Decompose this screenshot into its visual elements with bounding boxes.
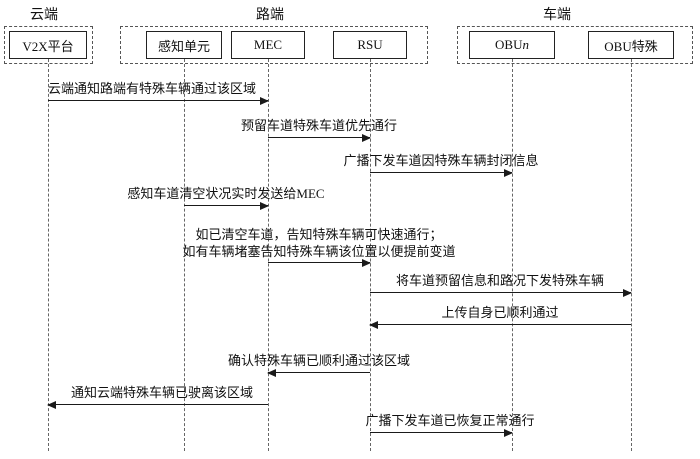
message-1-arrow <box>48 97 269 105</box>
arrowhead-right-icon <box>504 169 513 177</box>
message-7-arrow <box>369 321 631 329</box>
group-label-road: 路端 <box>256 8 284 23</box>
group-box-road <box>120 26 428 64</box>
lifeline-perception-unit <box>184 59 185 451</box>
message-3-arrow <box>370 169 513 177</box>
message-10-label: 广播下发车道已恢复正常通行 <box>365 413 535 428</box>
message-10-arrow <box>370 429 513 437</box>
entity-v2x-platform: V2X平台 <box>9 31 87 59</box>
arrowhead-left-icon <box>47 401 56 409</box>
entity-label: MEC <box>253 37 283 52</box>
message-6-arrow <box>370 289 632 297</box>
message-4-arrow <box>184 202 269 210</box>
entity-label: RSU <box>357 37 383 52</box>
entity-label: OBU特殊 <box>604 38 658 54</box>
message-5-arrow <box>268 259 371 267</box>
entity-mec: MEC <box>231 31 305 59</box>
message-9-arrow <box>47 401 268 409</box>
entity-rsu: RSU <box>333 31 407 59</box>
entity-label-italic: n <box>522 37 529 52</box>
message-4-label: 感知车道清空状况实时发送给MEC <box>127 186 325 201</box>
lifeline-obu-special <box>631 59 632 451</box>
group-box-vehicle <box>457 26 693 64</box>
message-2-arrow <box>268 134 371 142</box>
message-9-label: 通知云端特殊车辆已驶离该区域 <box>70 385 254 400</box>
message-5-line1: 如已清空车道，告知特殊车辆可快速通行； <box>195 227 443 242</box>
lifeline-obu-n <box>512 59 513 451</box>
entity-label: V2X平台 <box>22 38 74 54</box>
arrowhead-right-icon <box>623 289 632 297</box>
message-6-label: 将车道预留信息和路况下发特殊车辆 <box>395 273 605 288</box>
entity-obu-special: OBU特殊 <box>588 31 674 59</box>
arrowhead-right-icon <box>504 429 513 437</box>
message-5-line2: 如有车辆堵塞告知特殊车辆该位置以便提前变道 <box>182 244 456 259</box>
entity-label: 感知单元 <box>157 38 210 54</box>
message-7-label: 上传自身已顺利通过 <box>441 305 559 320</box>
group-label-cloud: 云端 <box>30 8 58 23</box>
lifeline-rsu <box>370 59 371 451</box>
message-1-label: 云端通知路端有特殊车辆通过该区域 <box>47 81 257 96</box>
arrowhead-left-icon <box>267 369 276 377</box>
lifeline-v2x-platform <box>48 59 49 451</box>
message-2-label: 预留车道特殊车道优先通行 <box>240 118 398 133</box>
message-5-label: 如已清空车道，告知特殊车辆可快速通行； 如有车辆堵塞告知特殊车辆该位置以便提前变… <box>182 226 455 260</box>
arrowhead-left-icon <box>369 321 378 329</box>
message-8-label: 确认特殊车辆已顺利通过该区域 <box>227 353 411 368</box>
arrowhead-right-icon <box>260 202 269 210</box>
entity-label: OBU <box>495 37 523 52</box>
arrowhead-right-icon <box>362 259 371 267</box>
group-label-vehicle: 车端 <box>543 8 571 23</box>
entity-perception-unit: 感知单元 <box>146 31 222 59</box>
arrowhead-right-icon <box>260 97 269 105</box>
lifeline-mec <box>268 59 269 451</box>
arrowhead-right-icon <box>362 134 371 142</box>
message-3-label: 广播下发车道因特殊车辆封闭信息 <box>343 153 539 168</box>
message-8-arrow <box>267 369 370 377</box>
